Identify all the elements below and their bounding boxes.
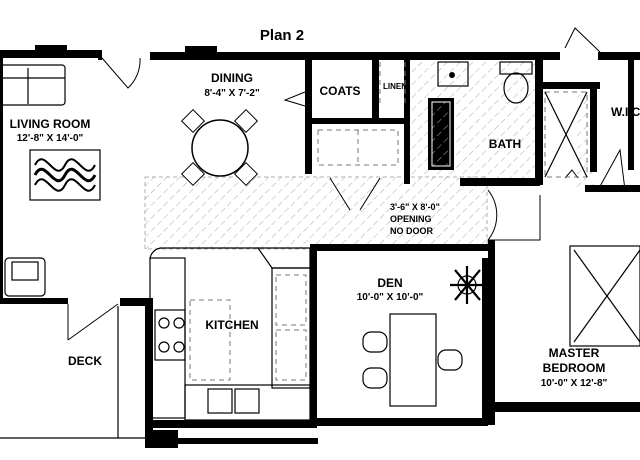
no-door-label: NO DOOR — [390, 226, 434, 236]
dining-table — [180, 108, 259, 187]
master-bed — [569, 245, 640, 347]
door-swings — [101, 27, 626, 241]
bath-fixtures — [379, 61, 588, 178]
opening-label: OPENING — [390, 214, 432, 224]
master-label: MASTER — [549, 346, 600, 360]
plant-icon — [450, 266, 484, 304]
bath-label: BATH — [489, 137, 521, 151]
dining-dims: 8'-4" X 7'-2" — [204, 88, 260, 99]
deck-outline — [0, 303, 145, 439]
bedroom-label: BEDROOM — [543, 361, 606, 375]
den-dims: 10'-0" X 10'-0" — [357, 292, 424, 303]
den-furniture — [362, 266, 484, 407]
coats-label: COATS — [319, 84, 360, 98]
wic-label: W.I.C. — [611, 105, 640, 119]
coat-closet-shelves — [317, 129, 399, 166]
dining-label: DINING — [211, 71, 253, 85]
kitchen-label: KITCHEN — [205, 318, 258, 332]
walls — [0, 45, 640, 448]
linen-label: LINEN — [383, 82, 407, 91]
rug — [29, 149, 101, 201]
master-bedroom-dims: 10'-0" X 12'-8" — [541, 378, 608, 389]
sofa — [0, 64, 66, 106]
deck-label: DECK — [68, 354, 102, 368]
armchair — [4, 257, 46, 297]
opening-dims: 3'-6" X 8'-0" — [390, 202, 440, 212]
plan-title: Plan 2 — [260, 27, 304, 44]
den-label: DEN — [377, 276, 402, 290]
living-room-dims: 12'-8" X 14'-0" — [17, 133, 84, 144]
kitchen-counters — [149, 247, 311, 421]
living-room-label: LIVING ROOM — [10, 117, 91, 131]
